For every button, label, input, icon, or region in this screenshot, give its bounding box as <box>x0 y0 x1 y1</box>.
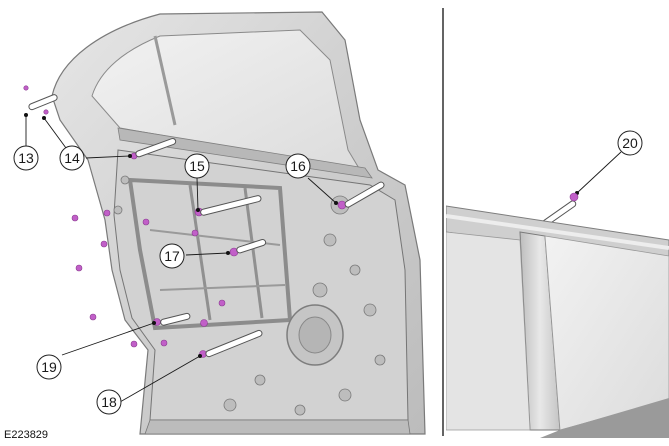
fastener-clip <box>130 340 138 348</box>
fasteners <box>23 85 347 358</box>
callout-17: 17 <box>159 243 185 269</box>
fastener-clip <box>103 209 111 217</box>
leader-dots <box>24 113 579 358</box>
callout-label: 20 <box>622 135 638 151</box>
trim-tool <box>135 137 177 158</box>
window-frame-line <box>153 35 177 126</box>
callout-label: 17 <box>164 248 180 264</box>
fastener-clip <box>569 192 579 202</box>
callout-label: 14 <box>64 150 80 166</box>
fastener-clip <box>160 339 168 347</box>
door-glass-detail <box>544 235 669 431</box>
callout-16: 16 <box>285 153 311 179</box>
side-glass-detail <box>446 231 531 431</box>
callout-label: 18 <box>101 394 117 410</box>
callout-19: 19 <box>36 354 62 380</box>
fastener-clip <box>142 218 150 226</box>
fastener-clip <box>100 240 108 248</box>
fastener-clip <box>71 214 79 222</box>
fastener-clip <box>89 313 97 321</box>
fastener-clip <box>200 319 208 327</box>
callout-label: 16 <box>290 158 306 174</box>
fastener-clip <box>191 229 199 237</box>
callout-13: 13 <box>13 145 39 171</box>
leader-lines <box>25 115 622 403</box>
callout-20: 20 <box>617 130 643 156</box>
trim-tool <box>160 312 191 326</box>
detail-view <box>446 192 669 438</box>
callout-label: 15 <box>189 158 205 174</box>
door-lower-edge <box>144 419 411 435</box>
regulator-rail-b <box>243 187 264 319</box>
trim-tool <box>205 329 263 358</box>
fastener-clip <box>23 85 29 91</box>
lower-sill-detail <box>540 398 669 438</box>
callout-label: 13 <box>18 150 34 166</box>
callout-15: 15 <box>184 153 210 179</box>
speaker-inner <box>298 316 332 354</box>
trim-tools <box>28 94 577 358</box>
trim-tool <box>28 94 58 111</box>
regulator-rail-a <box>188 184 212 321</box>
window-regulator <box>127 177 293 331</box>
callout-18: 18 <box>96 389 122 415</box>
figure-reference-code: E223829 <box>4 429 48 441</box>
fastener-clip <box>218 299 226 307</box>
roof-rail-highlight <box>446 214 669 250</box>
fastener-clip <box>75 264 83 272</box>
trim-tool <box>236 239 267 254</box>
trim-tool <box>344 181 385 208</box>
trim-tool <box>200 195 262 216</box>
fastener-clip <box>43 109 49 115</box>
window-opening <box>91 29 361 171</box>
callout-label: 19 <box>41 359 57 375</box>
door-assembly <box>51 11 426 435</box>
callout-14: 14 <box>59 145 85 171</box>
